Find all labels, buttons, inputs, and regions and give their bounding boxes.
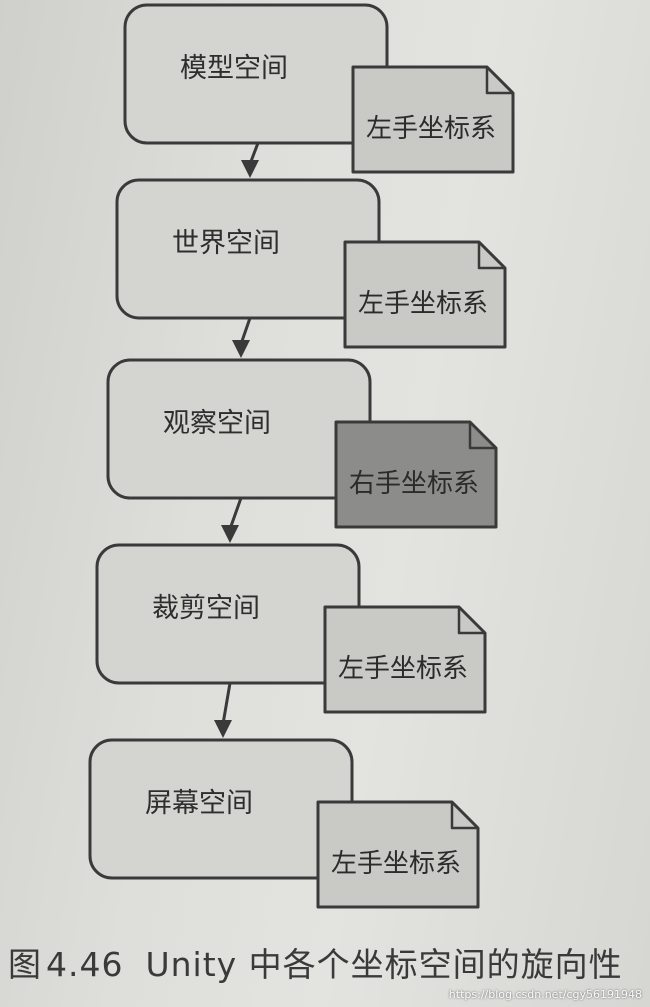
handedness-label: 左手坐标系 [366,114,496,144]
space-label: 观察空间 [163,408,271,439]
handedness-label: 右手坐标系 [349,469,479,499]
handedness-note [323,605,487,714]
handedness-note [316,800,480,909]
coordinate-space-diagram: 模型空间左手坐标系世界空间左手坐标系观察空间右手坐标系裁剪空间左手坐标系屏幕空间… [88,3,515,909]
handedness-label: 左手坐标系 [338,654,468,684]
arrow-head-icon [232,340,250,358]
space-label: 裁剪空间 [152,593,260,624]
arrow-shaft [228,497,243,530]
handedness-note [351,65,515,174]
handedness-note [343,240,507,349]
flow-arrow [232,317,252,358]
note-fold [450,802,478,830]
caption-text: Unity 中各个坐标空间的旋向性 [145,945,623,984]
handedness-label: 左手坐标系 [358,289,488,319]
watermark: https://blog.csdn.net/cgy56191948 [448,988,642,1001]
caption-figure-label: 图 [8,945,42,984]
arrow-head-icon [241,160,259,178]
flow-arrow [214,682,232,738]
arrow-shaft [221,682,232,725]
note-fold [477,242,505,270]
note-fold [457,607,485,635]
flow-arrow [221,497,243,543]
flow-arrow [241,142,260,178]
caption-figure-number: 4.46 [46,945,124,984]
handedness-note [334,420,498,529]
space-label: 世界空间 [172,228,280,259]
note-fold [485,67,513,95]
arrow-head-icon [221,525,239,543]
space-label: 模型空间 [180,53,288,84]
note-fold [468,422,496,450]
arrow-shaft [239,317,252,345]
space-label: 屏幕空间 [145,788,253,819]
handedness-label: 左手坐标系 [331,849,461,879]
arrow-head-icon [214,720,232,738]
